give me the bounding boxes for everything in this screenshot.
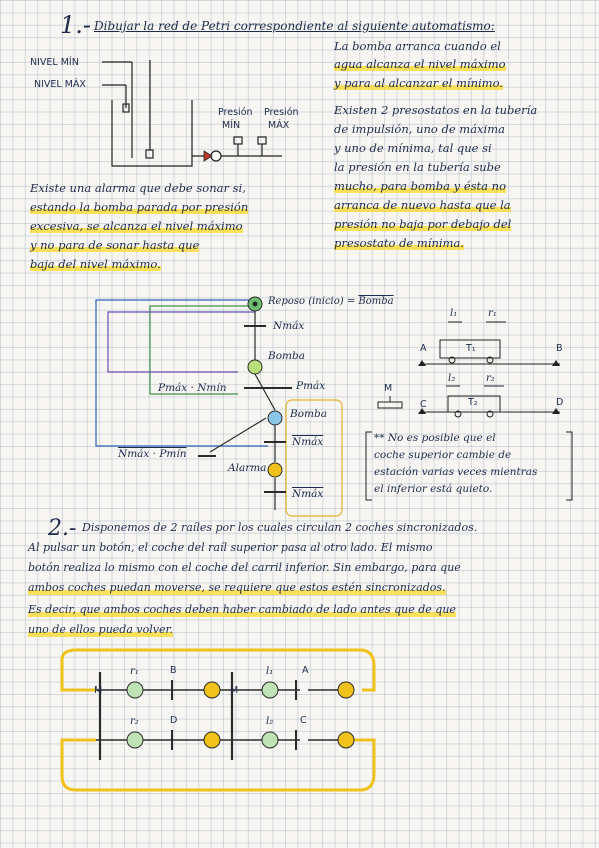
level-min-label: NIVEL MÍN [30, 57, 79, 68]
note-line: ** No es posible que el [374, 432, 496, 444]
petri-bomba-label: Bomba [268, 350, 305, 362]
pressure-max-label-a: Presión [264, 107, 299, 118]
net2-B-label: B [170, 665, 177, 676]
net2-A-label: A [302, 665, 309, 676]
petri-alarma-label: Alarma [228, 462, 267, 474]
bomba-negated: Bomba [358, 296, 394, 307]
petri-nmax-pmin-label: Nmáx · Pmín [118, 448, 187, 460]
button-M-label: M [384, 383, 393, 394]
paragraph-line: y para al alcanzar el mínimo. [334, 76, 503, 91]
petri-bomba2-label: Bomba [290, 408, 327, 420]
level-max-label: NIVEL MÁX [34, 79, 86, 90]
paragraph-line: estando la bomba parada por presión [30, 200, 249, 215]
note-line: coche superior cambie de [374, 449, 512, 461]
paragraph-line: agua alcanza el nivel máximo [334, 57, 506, 72]
paragraph-line: ambos coches puedan moverse, se requiere… [28, 581, 446, 595]
rail-diagrams [365, 321, 573, 501]
paragraph-line: baja del nivel máximo. [30, 257, 161, 272]
petri-pmax-label: Pmáx [296, 380, 326, 392]
paragraph-line: y no para de sonar hasta que [30, 238, 200, 253]
pressure-max-label-b: MÁX [268, 120, 290, 131]
net2-l1-label: l₁ [266, 666, 274, 677]
pressure-min-label-a: Presión [218, 107, 253, 118]
paragraph-line: Existe una alarma que debe sonar si, [30, 181, 246, 195]
petri-net-1 [95, 299, 343, 517]
paragraph-line: uno de ellos pueda volver. [28, 623, 174, 637]
rail-C-label: C [420, 399, 427, 410]
net2-l2-label: l₂ [266, 716, 274, 727]
paragraph-line: botón realiza lo mismo con el coche del … [28, 561, 461, 574]
rail-t1-label: T₁ [466, 343, 476, 354]
exercise-1-heading: Dibujar la red de Petri correspondiente … [94, 19, 495, 33]
paragraph-line: excesiva, se alcanza el nivel máximo [30, 219, 243, 234]
rail-r2-label: r₂ [486, 373, 495, 384]
paragraph-line: Disponemos de 2 raíles por los cuales ci… [82, 521, 478, 534]
rail-l2-label: l₂ [448, 373, 456, 384]
petri-places-2 [126, 681, 355, 749]
paragraph-line: Es decir, que ambos coches deben haber c… [28, 603, 456, 617]
paragraph-line: Existen 2 presostatos en la tubería [334, 103, 538, 117]
net2-C-label: C [300, 715, 307, 726]
petri-places-1 [247, 296, 283, 478]
paragraph-line: mucho, para bomba y ésta no [334, 179, 507, 194]
note-line: estación varias veces mientras [374, 466, 538, 478]
net2-r2-label: r₂ [130, 716, 139, 727]
rail-markers [418, 360, 560, 414]
petri-net-2 [60, 648, 376, 792]
paragraph-line: Al pulsar un botón, el coche del raíl su… [28, 541, 433, 554]
paragraph-line: la presión en la tubería sube [334, 160, 501, 174]
rail-l1-label: l₁ [450, 308, 458, 319]
note-line: el inferior está quieto. [374, 483, 493, 495]
pressure-min-label-b: MÍN [222, 120, 241, 131]
rail-D-label: D [556, 397, 564, 408]
paragraph-line: presión no baja por debajo del [334, 217, 512, 232]
petri-pmax-nmin-label: Pmáx · Nmín [158, 382, 227, 394]
paragraph-line: La bomba arranca cuando el [334, 39, 501, 53]
paragraph-line: presostato de mínima. [334, 236, 464, 251]
net2-D-label: D [170, 715, 178, 726]
paragraph-line: arranca de nuevo hasta que la [334, 198, 511, 213]
petri-nmax-label: Nmáx [273, 320, 305, 332]
net2-M1-label: M [94, 685, 103, 696]
pump-icon [203, 150, 213, 162]
exercise-2-number: 2.- [48, 516, 77, 541]
rail-r1-label: r₁ [488, 308, 497, 319]
petri-reposo-label: Reposo (inicio) = Bomba [268, 296, 394, 307]
rail-A-label: A [420, 343, 427, 354]
petri-nmax2-label: Nmáx [292, 436, 324, 448]
rail-t2-label: T₂ [468, 397, 478, 408]
paragraph-line: y uno de mínima, tal que si [334, 141, 492, 155]
rail-B-label: B [556, 343, 563, 354]
net2-M2-label: M [230, 685, 239, 696]
petri-nmax3-label: Nmáx [292, 488, 324, 500]
exercise-1-number: 1.- [60, 11, 92, 39]
tank-diagram [102, 60, 282, 167]
paragraph-line: de impulsión, uno de máxima [334, 122, 505, 136]
net2-r1-label: r₁ [130, 666, 139, 677]
